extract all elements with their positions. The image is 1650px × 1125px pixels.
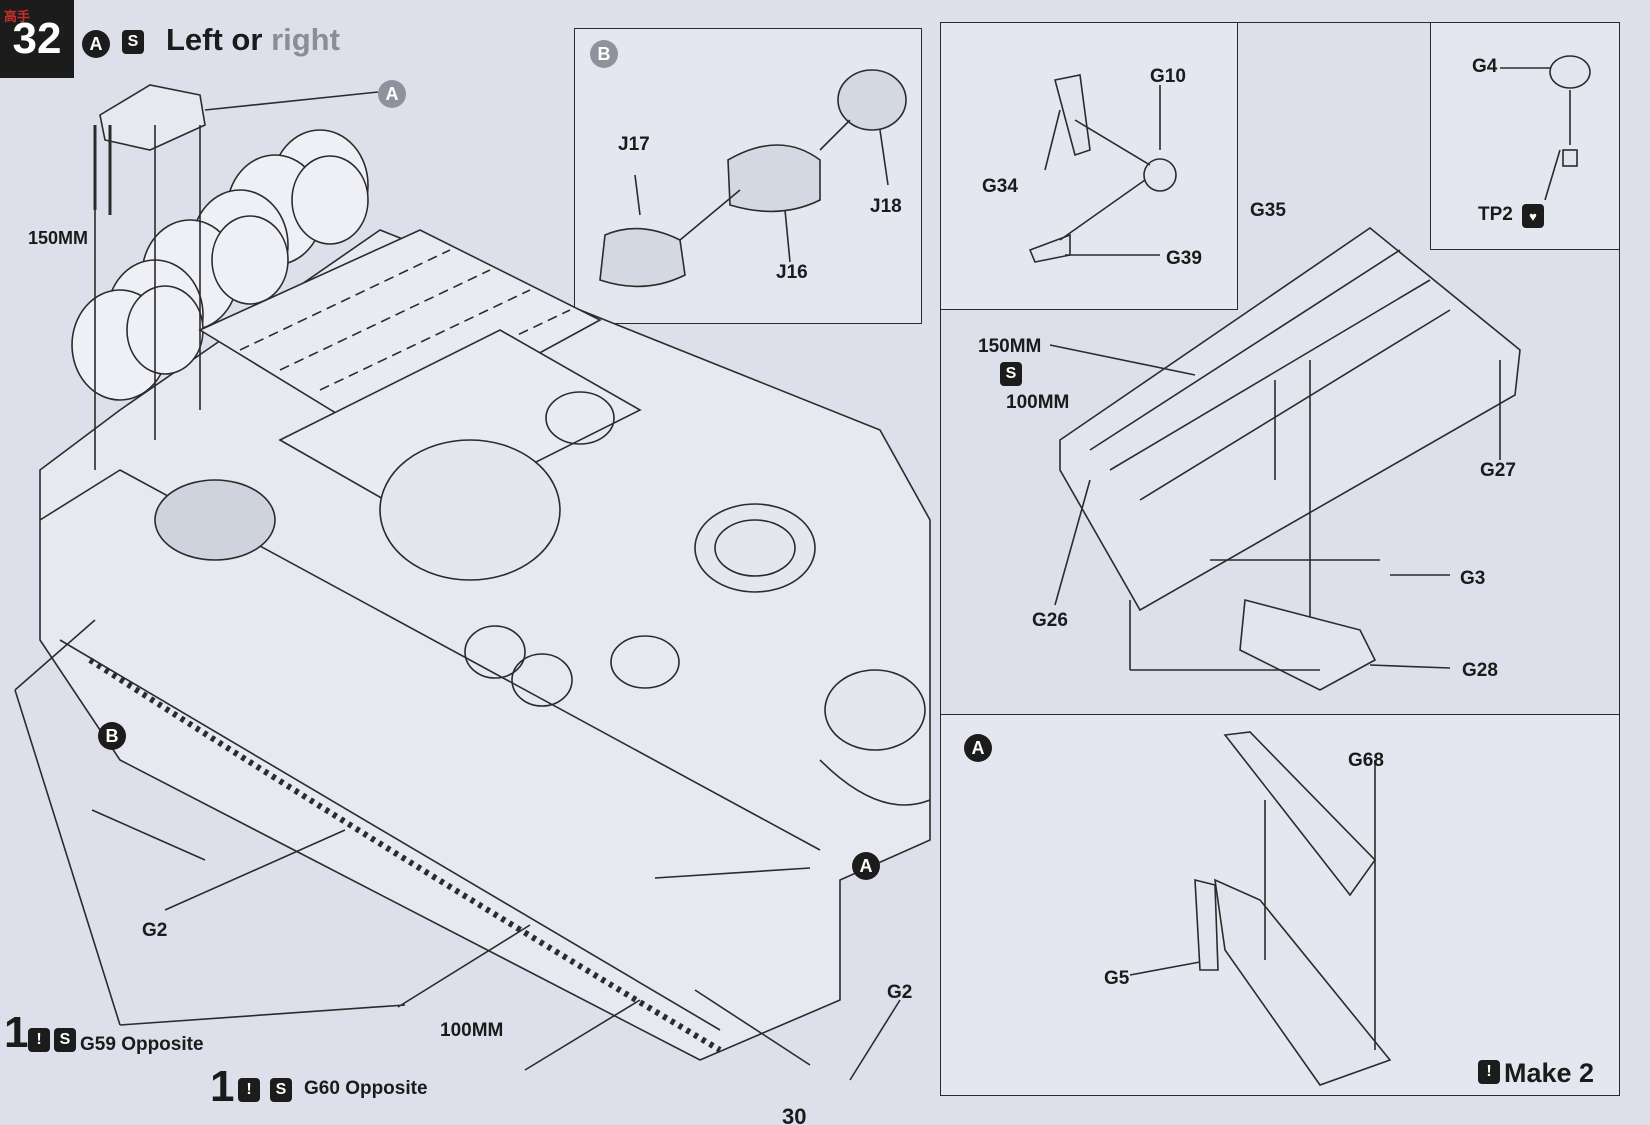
option-s-badge: S <box>54 1028 76 1052</box>
warning-icon: ! <box>238 1078 260 1102</box>
glue-icon: ♥ <box>1522 204 1544 228</box>
label-150mm-frame: 150MM <box>978 336 1042 357</box>
label-g26: G26 <box>1032 610 1068 631</box>
label-tp2: TP2 <box>1478 204 1513 225</box>
option-s-badge: S <box>1000 362 1022 386</box>
label-g2-left: G2 <box>142 920 168 941</box>
label-j18: J18 <box>870 196 902 217</box>
panel-b-marker: B <box>590 40 618 68</box>
label-150mm: 150MM <box>28 228 89 248</box>
label-g10: G10 <box>1150 66 1186 87</box>
g60-quantity: 1 <box>210 1062 235 1111</box>
panel-winch <box>940 22 1238 310</box>
label-100mm: 100MM <box>440 1020 504 1041</box>
option-s-badge: S <box>122 30 144 54</box>
warning-icon: ! <box>28 1028 50 1052</box>
label-g68: G68 <box>1348 750 1384 771</box>
title-text-faded: right <box>271 22 340 57</box>
label-j16: J16 <box>776 262 808 283</box>
marker-b-side: B <box>98 722 126 750</box>
label-j17: J17 <box>618 134 650 155</box>
panel-a-marker: A <box>964 734 992 762</box>
marker-a-top: A <box>378 80 406 108</box>
watermark-logo: 高手 <box>4 9 31 24</box>
title-text: Left or <box>166 22 272 57</box>
step-title: Left or right <box>166 22 340 58</box>
label-g4: G4 <box>1472 56 1498 77</box>
label-100mm-frame: 100MM <box>1006 392 1070 413</box>
page-number: 30 <box>782 1104 807 1125</box>
panel-a-bracket <box>940 714 1620 1096</box>
make-quantity-note: Make 2 <box>1504 1058 1595 1088</box>
label-g2-right: G2 <box>887 982 913 1003</box>
g59-quantity: 1 <box>4 1008 29 1057</box>
step-number: 32 <box>0 0 74 78</box>
label-g35: G35 <box>1250 200 1286 221</box>
option-a-badge: A <box>82 30 110 58</box>
label-g27: G27 <box>1480 460 1516 481</box>
marker-a-side: A <box>852 852 880 880</box>
label-g5: G5 <box>1104 968 1130 989</box>
label-g28: G28 <box>1462 660 1498 681</box>
g59-note: G59 Opposite <box>80 1034 204 1055</box>
warning-icon: ! <box>1478 1060 1500 1084</box>
g60-note: G60 Opposite <box>304 1078 428 1099</box>
option-s-badge: S <box>270 1078 292 1102</box>
label-g34: G34 <box>982 176 1018 197</box>
label-g3: G3 <box>1460 568 1486 589</box>
label-g39: G39 <box>1166 248 1202 269</box>
